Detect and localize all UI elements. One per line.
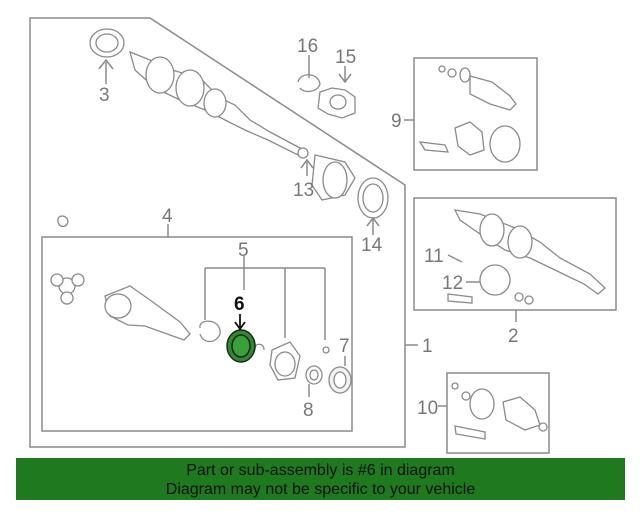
callout-12: 12 <box>442 273 463 294</box>
callout-8: 8 <box>303 400 314 421</box>
inner-joint-box <box>41 236 353 432</box>
callout-16: 16 <box>297 36 318 57</box>
banner-line-2: Diagram may not be specific to your vehi… <box>165 481 476 498</box>
callout-6[interactable]: 6 <box>234 294 245 315</box>
callout-14: 14 <box>361 235 383 256</box>
callout-4: 4 <box>162 206 173 227</box>
callout-15: 15 <box>335 47 356 68</box>
callout-3: 3 <box>99 85 110 106</box>
inset-box-2 <box>413 197 617 311</box>
axle-shaft-drawing <box>57 28 389 228</box>
inset-10-drawing <box>451 382 548 440</box>
leader-lines <box>98 55 517 407</box>
callout-10: 10 <box>417 398 438 419</box>
callout-1: 1 <box>422 336 433 357</box>
callout-11: 11 <box>424 246 444 267</box>
callout-13: 13 <box>293 180 314 201</box>
callout-5: 5 <box>238 240 249 261</box>
callout-7: 7 <box>339 336 350 357</box>
info-banner: Part or sub-assembly is #6 in diagram Di… <box>16 458 625 500</box>
callout-9: 9 <box>391 111 402 132</box>
inset-2-drawing <box>447 209 606 305</box>
inset-box-9 <box>413 57 538 171</box>
main-assembly-outline <box>29 17 406 448</box>
callout-2: 2 <box>508 326 519 347</box>
inset-9-drawing <box>418 65 521 163</box>
banner-line-1: Part or sub-assembly is #6 in diagram <box>186 462 455 479</box>
inset-box-10 <box>446 372 550 454</box>
inner-joint-drawing <box>50 273 352 394</box>
